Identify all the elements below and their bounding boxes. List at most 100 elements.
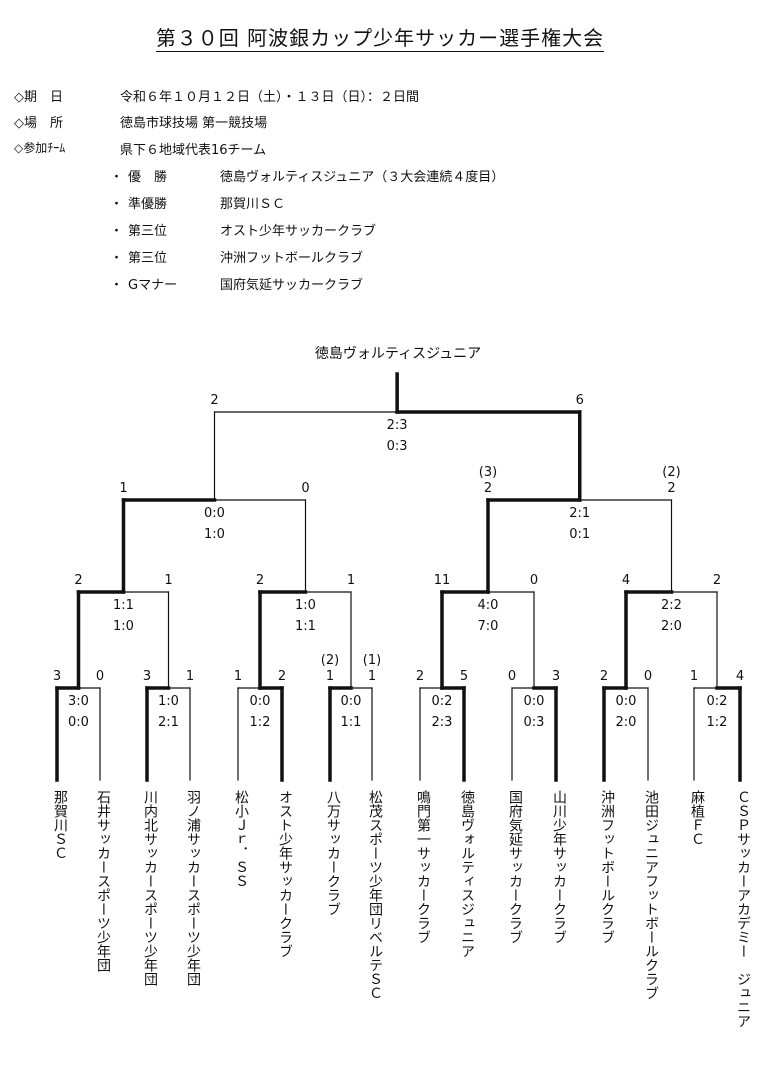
score-right: 1	[368, 669, 376, 684]
score-left: 3	[143, 669, 151, 684]
result-label: 第三位	[128, 251, 168, 266]
team-name: 徳島ヴォルティスジュニア	[459, 790, 475, 958]
score-right: 5	[460, 669, 468, 684]
score-right: 0	[644, 669, 652, 684]
half2-score: 1:2	[250, 715, 271, 730]
half2-score: 1:1	[295, 619, 316, 634]
half1-score: 3:0	[68, 694, 89, 709]
result-bullet: ・	[110, 251, 124, 266]
half2-score: 1:0	[204, 527, 225, 542]
half1-score: 0:2	[432, 694, 453, 709]
half1-score: 0:0	[616, 694, 637, 709]
team-name: 山川少年サッカークラブ	[551, 790, 567, 944]
pk-score-left: (3)	[479, 465, 497, 480]
teams-label: ◇参加ﾁｰﾑ	[14, 141, 66, 155]
result-bullet: ・	[110, 224, 124, 239]
result-label: 優 勝	[128, 170, 168, 185]
result-bullet: ・	[110, 278, 124, 293]
half1-score: 1:1	[113, 598, 134, 613]
score-left: 4	[622, 573, 630, 588]
result-team: 徳島ヴォルティスジュニア（３大会連続４度目）	[220, 170, 505, 185]
result-row: ・ 優 勝 徳島ヴォルティスジュニア（３大会連続４度目）	[110, 166, 504, 185]
pk-score-left: (2)	[321, 653, 339, 668]
score-right: 2	[278, 669, 286, 684]
half2-score: 1:1	[341, 715, 362, 730]
half1-score: 2:3	[387, 418, 408, 433]
result-row: ・ 準優勝 那賀川ＳＣ	[110, 193, 285, 212]
team-name: 沖洲フットボールクラブ	[599, 790, 615, 944]
half2-score: 0:1	[569, 527, 590, 542]
half1-score: 0:0	[250, 694, 271, 709]
score-right: 1	[186, 669, 194, 684]
half2-score: 2:3	[432, 715, 453, 730]
score-left: 2	[74, 573, 82, 588]
half1-score: 1:0	[158, 694, 179, 709]
score-right: 0	[530, 573, 538, 588]
team-name: ＣＳＰサッカーアカデミー ジュニア	[735, 790, 751, 1028]
score-left: 1	[326, 669, 334, 684]
half1-score: 0:2	[707, 694, 728, 709]
result-row: ・ 第三位 オスト少年サッカークラブ	[110, 220, 376, 239]
score-right: 3	[552, 669, 560, 684]
score-right: 6	[576, 393, 584, 408]
score-left: 2	[416, 669, 424, 684]
team-name: 国府気延サッカークラブ	[507, 790, 523, 944]
half2-score: 0:0	[68, 715, 89, 730]
score-left: 1	[119, 481, 127, 496]
score-left: 1	[234, 669, 242, 684]
half2-score: 2:1	[158, 715, 179, 730]
team-name: 松小Ｊｒ．ＳＳ	[233, 790, 249, 888]
score-right: 0	[301, 481, 309, 496]
result-bullet: ・	[110, 197, 124, 212]
score-right: 4	[736, 669, 744, 684]
result-team: 国府気延サッカークラブ	[220, 278, 364, 293]
team-name: 池田ジュニアフットボールクラブ	[643, 790, 659, 1000]
team-name: 麻植ＦＣ	[689, 790, 705, 846]
half2-score: 0:3	[524, 715, 545, 730]
half1-score: 0:0	[341, 694, 362, 709]
result-row: ・ Gマナー 国府気延サッカークラブ	[110, 274, 363, 293]
score-left: 2	[600, 669, 608, 684]
score-left: 1	[690, 669, 698, 684]
result-bullet: ・	[110, 170, 124, 185]
page-title: 第３０回 阿波銀カップ少年サッカー選手権大会	[155, 26, 605, 52]
half1-score: 2:2	[661, 598, 682, 613]
result-row: ・ 第三位 沖洲フットボールクラブ	[110, 247, 363, 266]
half2-score: 0:3	[387, 439, 408, 454]
half2-score: 1:2	[707, 715, 728, 730]
team-name: 川内北サッカースポーツ少年団	[142, 790, 158, 986]
team-name: オスト少年サッカークラブ	[277, 790, 293, 958]
score-left: 3	[53, 669, 61, 684]
score-left: 11	[434, 573, 451, 588]
score-right: 2	[713, 573, 721, 588]
score-right: 0	[96, 669, 104, 684]
champion-label: 徳島ヴォルティスジュニア	[315, 345, 481, 362]
half2-score: 1:0	[113, 619, 134, 634]
result-team: 那賀川ＳＣ	[220, 197, 286, 212]
result-team: 沖洲フットボールクラブ	[220, 251, 364, 266]
team-name: 松茂スポーツ少年団リベルテＳＣ	[367, 790, 383, 1000]
pk-score-right: (1)	[363, 653, 381, 668]
date-value: 令和６年１０月１２日（土）・１３日（日）：２日間	[120, 90, 420, 105]
half1-score: 2:1	[569, 506, 590, 521]
result-label: 第三位	[128, 224, 168, 239]
half1-score: 4:0	[478, 598, 499, 613]
score-left: 2	[256, 573, 264, 588]
half1-score: 0:0	[524, 694, 545, 709]
half2-score: 2:0	[616, 715, 637, 730]
team-name: 鳴門第一サッカークラブ	[415, 790, 431, 944]
score-left: 2	[210, 393, 218, 408]
half1-score: 0:0	[204, 506, 225, 521]
half1-score: 1:0	[295, 598, 316, 613]
score-left: 2	[484, 481, 492, 496]
result-label: 準優勝	[128, 197, 168, 212]
result-label: Gマナー	[128, 278, 178, 293]
half2-score: 7:0	[478, 619, 499, 634]
half2-score: 2:0	[661, 619, 682, 634]
score-right: 1	[347, 573, 355, 588]
team-name: 八万サッカークラブ	[325, 790, 341, 916]
date-label: ◇期 日	[14, 90, 63, 105]
team-name: 石井サッカースポーツ少年団	[95, 790, 111, 972]
venue-value: 徳島市球技場 第一競技場	[120, 116, 268, 131]
